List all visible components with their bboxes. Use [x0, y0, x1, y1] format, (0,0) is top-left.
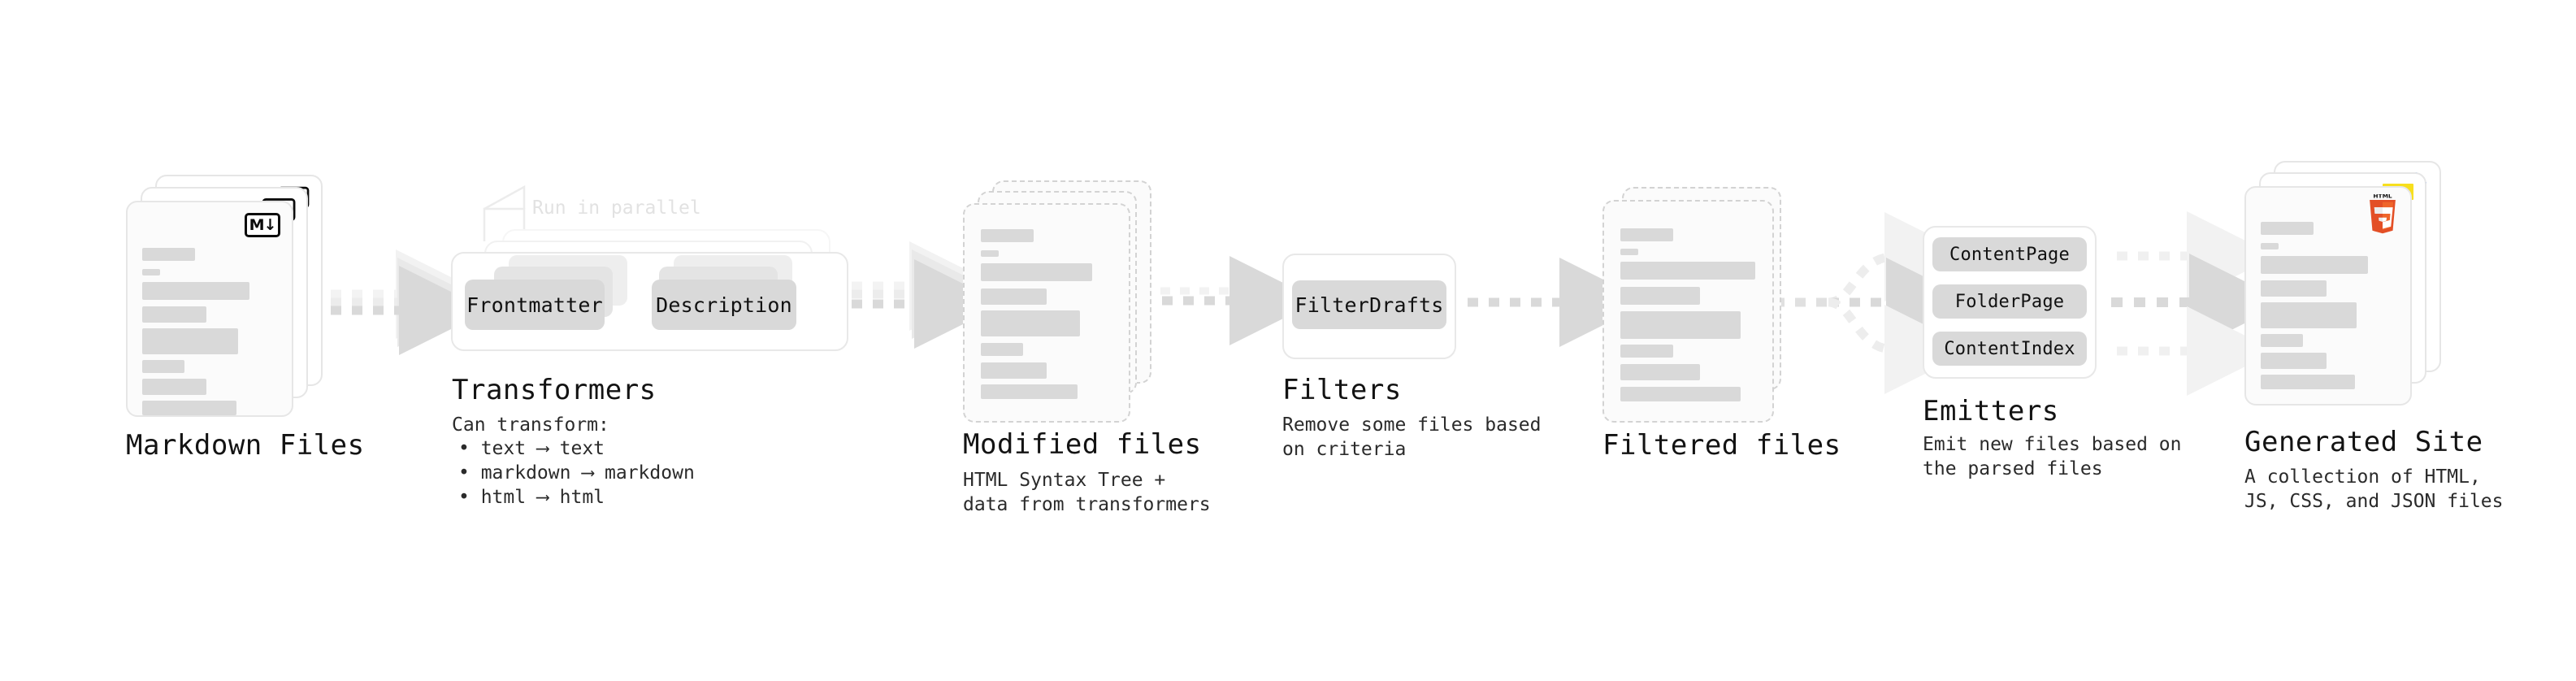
filtered-card-front — [1602, 200, 1774, 423]
transformers-title: Transformers — [452, 374, 657, 406]
doc-line — [2261, 256, 2368, 274]
modified-files-caption: HTML Syntax Tree + data from transformer… — [963, 470, 1211, 515]
doc-line — [981, 229, 1034, 242]
doc-line — [142, 360, 184, 373]
connector-emitters-to-site — [2111, 211, 2287, 396]
doc-line — [2261, 302, 2357, 328]
contentindex-pill[interactable]: ContentIndex — [1932, 332, 2087, 366]
filters-title: Filters — [1282, 374, 1402, 406]
doc-line — [2261, 222, 2314, 235]
folderpage-pill[interactable]: FolderPage — [1932, 284, 2087, 319]
doc-line — [142, 379, 206, 395]
connector-modified-to-filters — [1141, 256, 1319, 345]
transformer-bullet: • text ⟶ text — [458, 438, 605, 459]
description-pill[interactable]: Description — [652, 280, 796, 330]
filters-caption: Remove some files based on criteria — [1282, 414, 1542, 460]
doc-line — [981, 343, 1023, 356]
generated-site-title: Generated Site — [2244, 426, 2483, 458]
frontmatter-pill[interactable]: Frontmatter — [465, 280, 605, 330]
doc-line — [142, 401, 236, 415]
contentpage-pill[interactable]: ContentPage — [1932, 237, 2087, 271]
doc-line — [1620, 345, 1673, 358]
generated-site-caption: A collection of HTML, JS, CSS, and JSON … — [2244, 466, 2504, 512]
doc-line — [1620, 311, 1741, 339]
doc-line — [981, 384, 1078, 399]
connector-filtered-to-emitters — [1774, 212, 1975, 394]
emitters-title: Emitters — [1923, 395, 2059, 427]
modified-card-front — [963, 203, 1130, 423]
connector-markdown-to-transformers — [310, 249, 488, 355]
doc-line — [142, 248, 195, 261]
doc-line — [981, 250, 999, 257]
doc-line — [981, 362, 1047, 379]
transformer-bullet: • markdown ⟶ markdown — [458, 462, 695, 484]
site-card-front: HTML — [2244, 186, 2412, 406]
doc-line — [2261, 375, 2355, 389]
doc-line — [142, 269, 160, 275]
doc-line — [1620, 287, 1700, 305]
doc-line — [2261, 334, 2303, 347]
doc-line — [1620, 262, 1755, 280]
modified-files-title: Modified files — [963, 428, 1202, 461]
emitters-caption: Emit new files based on the parsed files — [1923, 434, 2182, 479]
markdown-card-front: M↓ — [126, 201, 293, 417]
transformer-bullet: • html ⟶ html — [458, 487, 605, 508]
doc-line — [142, 282, 249, 300]
doc-line — [981, 288, 1047, 305]
doc-line — [2261, 280, 2327, 297]
svg-text:HTML: HTML — [2373, 194, 2392, 200]
transformers-caption-intro: Can transform: — [452, 414, 609, 436]
doc-line — [2261, 353, 2327, 369]
html5-icon: HTML — [2365, 193, 2400, 235]
markdown-files-title: Markdown Files — [126, 429, 365, 462]
doc-line — [1620, 228, 1673, 241]
markdown-icon: M↓ — [245, 213, 280, 237]
doc-line — [981, 310, 1080, 336]
run-in-parallel-label: Run in parallel — [532, 197, 701, 219]
filterdrafts-pill[interactable]: FilterDrafts — [1292, 280, 1446, 329]
doc-line — [2261, 243, 2279, 249]
filtered-files-title: Filtered files — [1602, 429, 1841, 462]
doc-line — [981, 263, 1092, 281]
transformers-bullets: • text ⟶ text • markdown ⟶ markdown • ht… — [458, 436, 695, 510]
doc-line — [142, 328, 238, 354]
html5-icon-svg: HTML — [2370, 193, 2396, 234]
doc-line — [1620, 364, 1700, 380]
doc-line — [1620, 387, 1741, 401]
doc-line — [142, 306, 206, 323]
doc-line — [1620, 249, 1638, 255]
